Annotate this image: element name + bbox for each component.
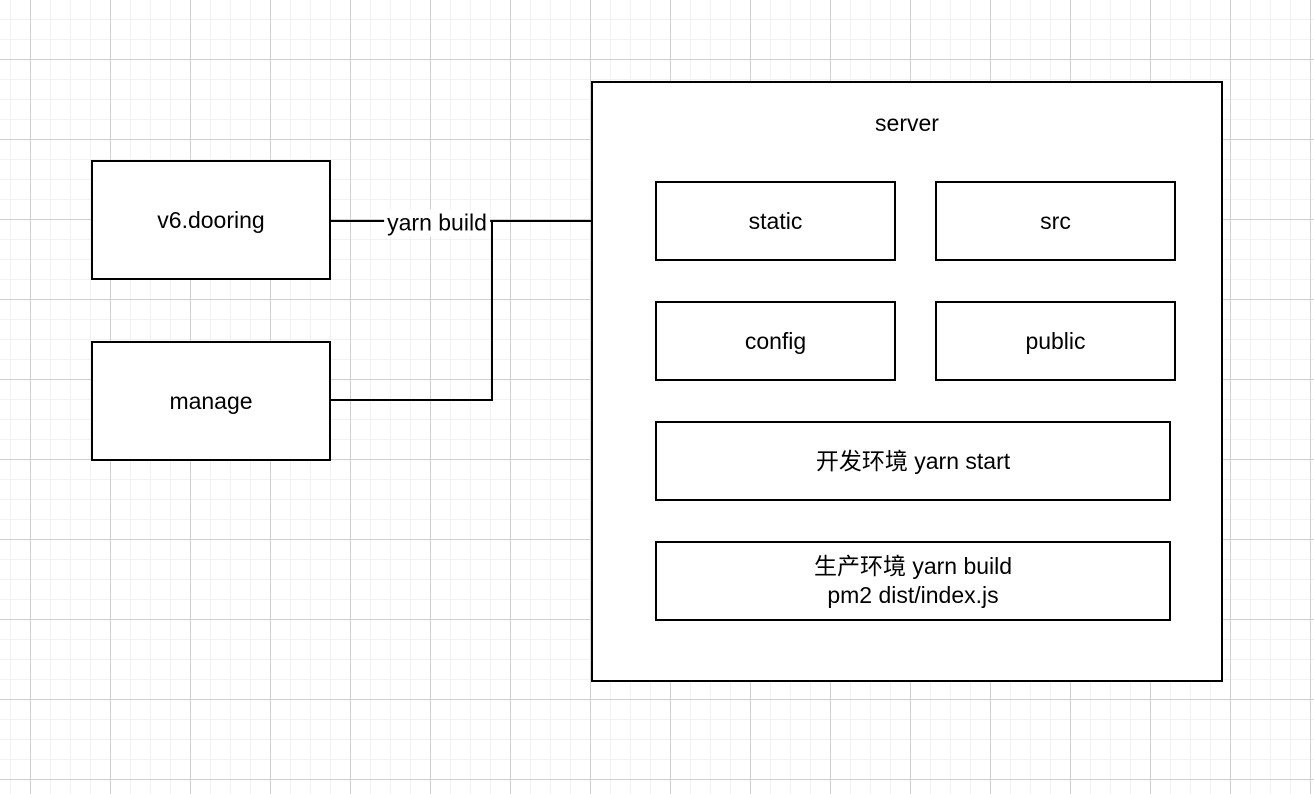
node-public-label: public xyxy=(1025,327,1086,354)
node-config-label: config xyxy=(744,327,807,354)
node-src-label: src xyxy=(1040,207,1071,234)
node-v6dooring[interactable]: v6.dooring xyxy=(91,160,331,280)
server-title: server xyxy=(875,110,939,136)
node-prod-environment-line2: pm2 dist/index.js xyxy=(827,582,999,608)
node-static[interactable]: static xyxy=(655,181,896,261)
node-public[interactable]: public xyxy=(935,301,1176,381)
node-static-label: static xyxy=(748,207,803,234)
node-src[interactable]: src xyxy=(935,181,1176,261)
node-dev-environment-label: 开发环境 yarn start xyxy=(815,447,1011,474)
node-manage-label: manage xyxy=(169,387,253,414)
edge-manage-to-build-line[interactable] xyxy=(331,221,493,401)
node-manage[interactable]: manage xyxy=(91,341,331,461)
node-config[interactable]: config xyxy=(655,301,896,381)
node-prod-environment-line1: 生产环境 yarn build xyxy=(813,553,1013,580)
node-dev-environment[interactable]: 开发环境 yarn start xyxy=(655,421,1171,501)
edge-label-yarn-build[interactable]: yarn build xyxy=(384,209,490,237)
node-prod-environment[interactable]: 生产环境 yarn build pm2 dist/index.js xyxy=(655,541,1171,621)
node-v6dooring-label: v6.dooring xyxy=(157,206,265,233)
